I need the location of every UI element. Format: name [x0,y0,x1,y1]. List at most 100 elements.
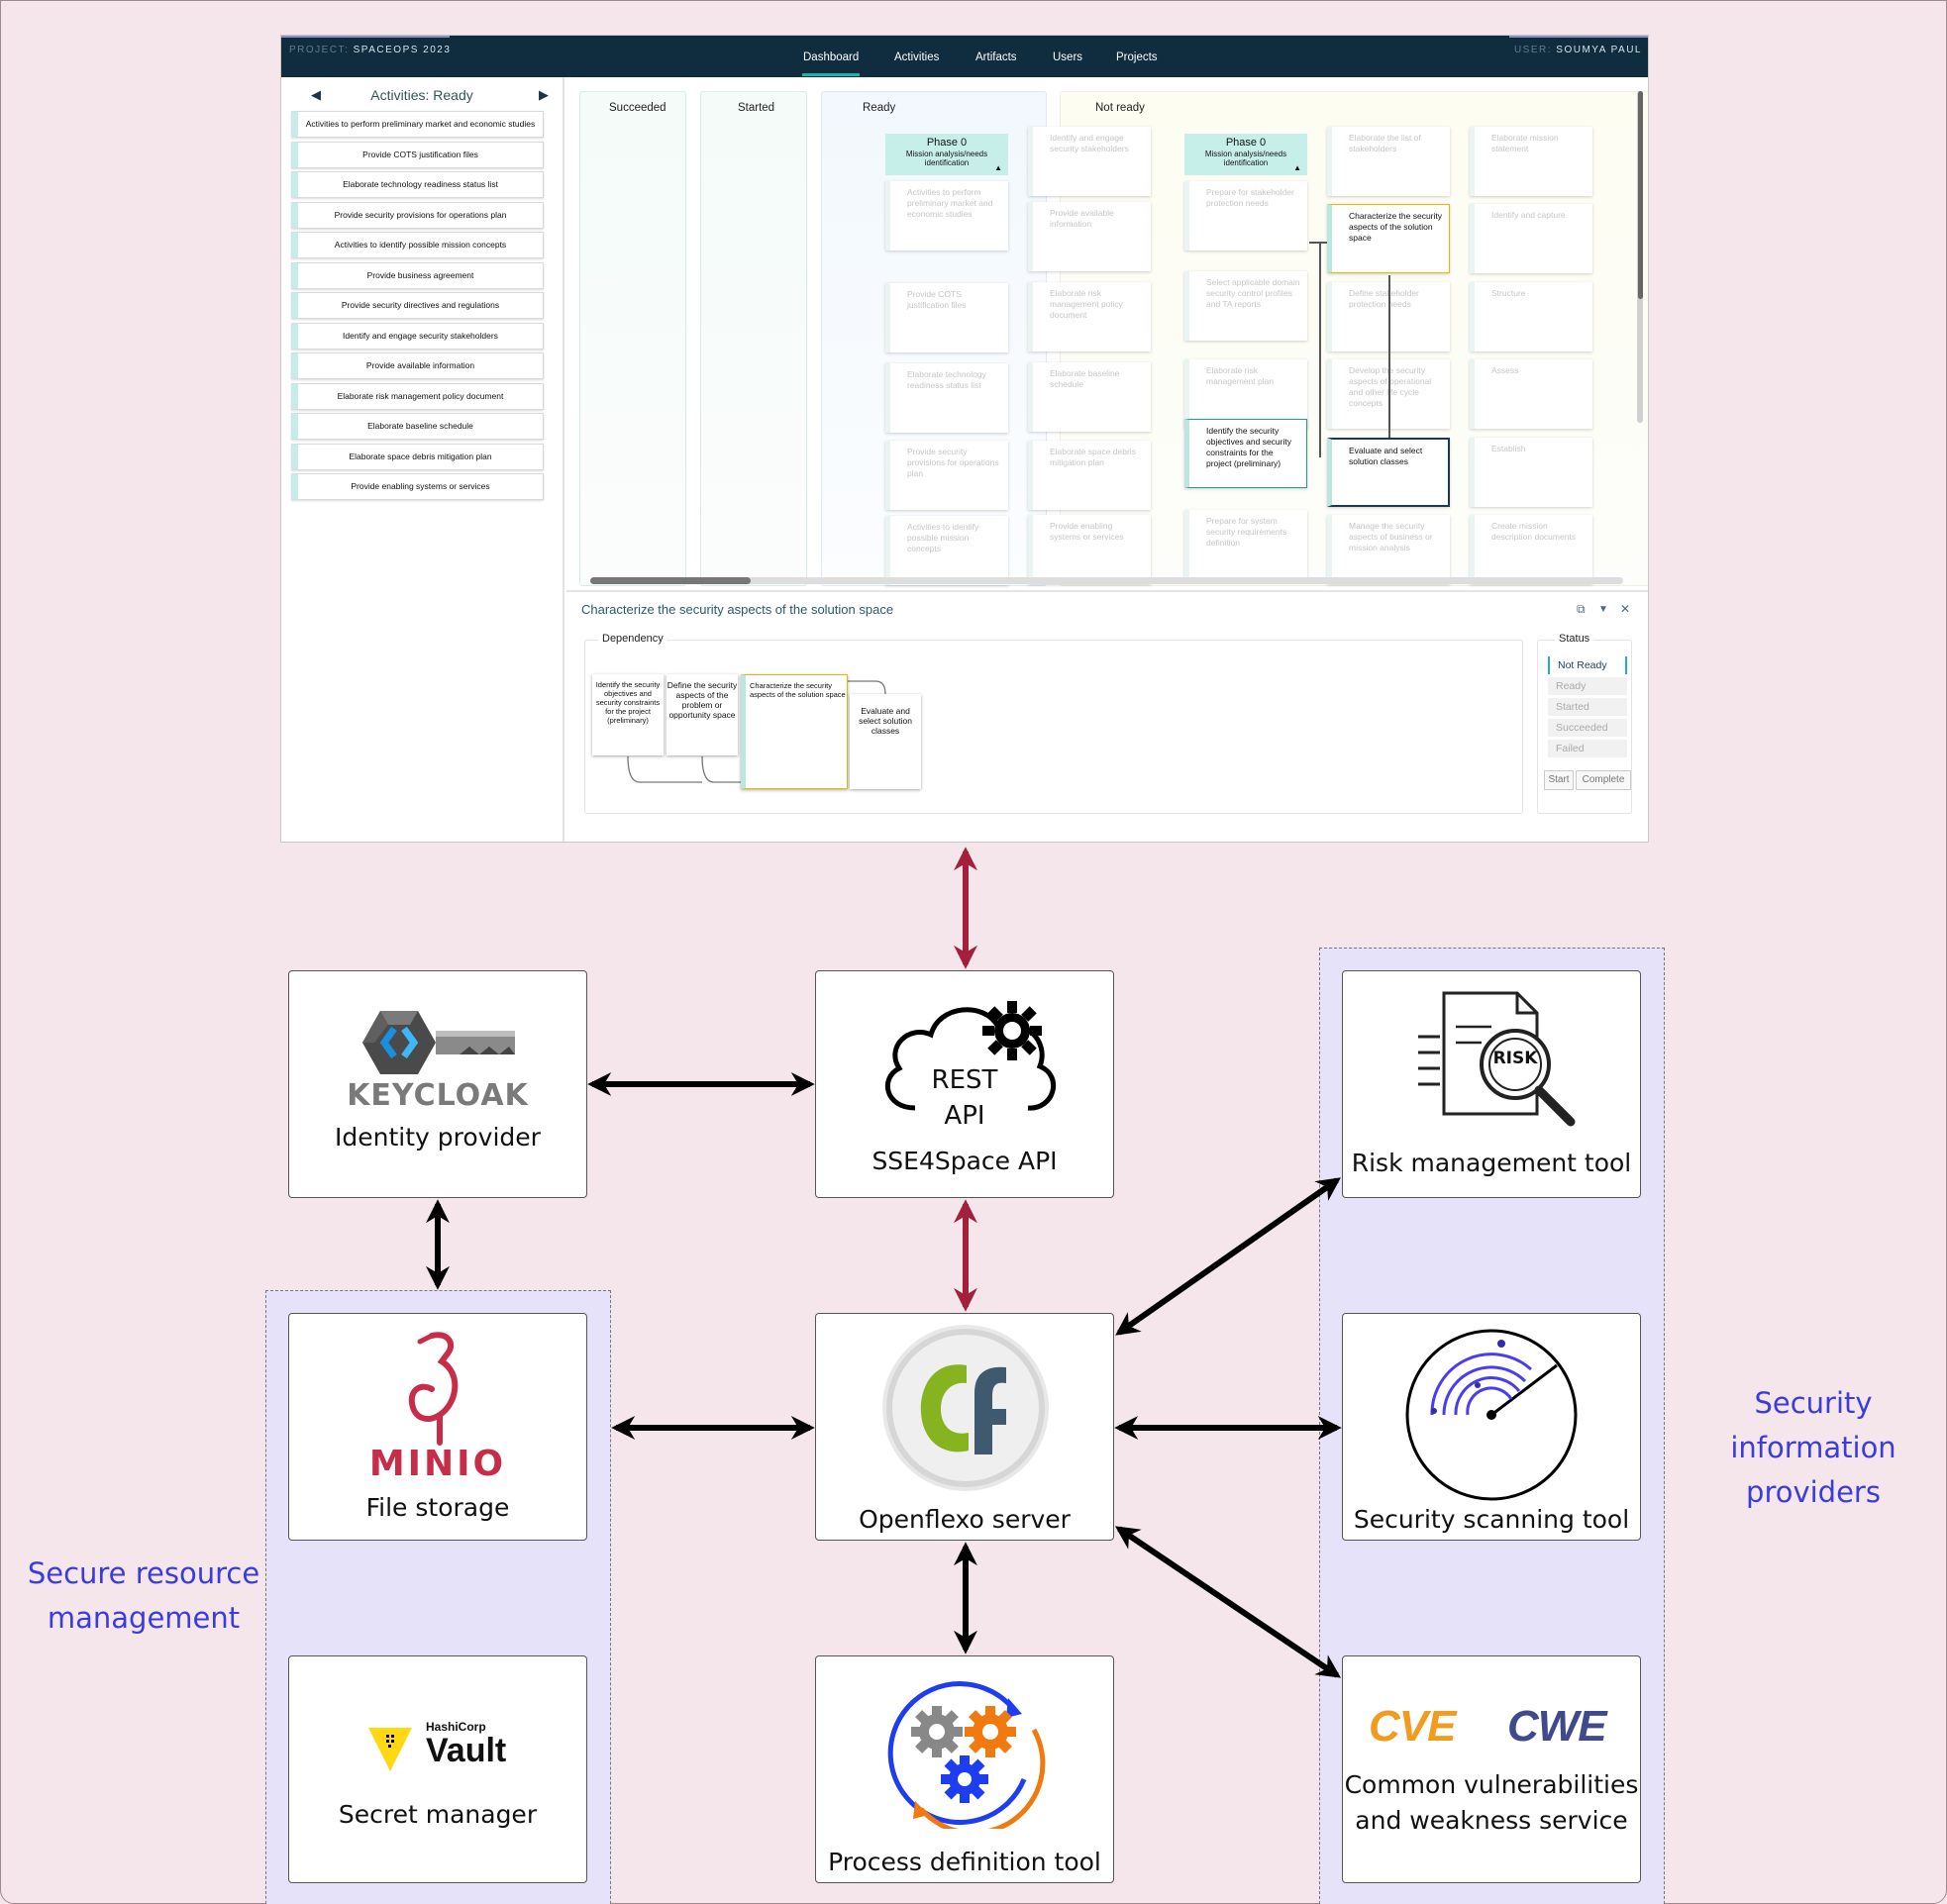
activity-card[interactable]: Elaborate the list of stakeholders [1327,127,1450,196]
activity-card[interactable]: Identify the security objectives and sec… [1184,419,1307,488]
phase-subtitle: Mission analysis/needs identification [905,150,988,167]
activity-card[interactable]: Structure [1470,282,1592,351]
dependency-card[interactable]: Identify the security objectives and sec… [592,674,664,755]
nav-projects[interactable]: Projects [1116,51,1158,63]
column-title: Started [738,102,775,114]
activity-card[interactable]: Select applicable domain security contro… [1184,271,1307,341]
activity-list-item[interactable]: Activities to identify possible mission … [291,232,544,258]
risk-text: RISK [1492,1049,1538,1068]
api-text: API [944,1101,985,1131]
app-screenshot: PROJECT: SPACEOPS 2023 USER: SOUMYA PAUL… [280,35,1649,843]
status-started[interactable]: Started [1548,698,1627,716]
nav-dashboard[interactable]: Dashboard [803,51,860,63]
activity-card[interactable]: Provide available information [1028,202,1151,271]
close-icon[interactable]: ✕ [1620,602,1631,616]
expand-icon[interactable]: ⧉ [1577,602,1586,616]
activity-list-item[interactable]: Provide available information [291,352,544,379]
nav-users[interactable]: Users [1053,51,1083,63]
activity-card[interactable]: Activities to perform preliminary market… [885,181,1008,251]
activity-card[interactable]: Activities to identify possible mission … [885,516,1008,585]
dependency-card[interactable]: Evaluate and select solution classes [850,694,921,789]
card-link [1319,242,1321,457]
column-title: Succeeded [609,102,666,114]
activity-card[interactable]: Assess [1470,359,1592,429]
activity-card[interactable]: Identify and capture [1470,204,1592,273]
activity-card[interactable]: Provide security provisions for operatio… [885,441,1008,510]
activity-card[interactable]: Elaborate risk management plan [1184,359,1307,429]
activity-card[interactable]: Prepare for stakeholder protection needs [1184,181,1307,251]
user-underline [1509,36,1648,38]
activity-card[interactable]: Evaluate and select solution classes [1327,438,1450,507]
collapse-triangle-icon[interactable]: ▲ [994,163,1002,172]
keycloak-logo-icon [362,1011,515,1074]
nav-artifacts[interactable]: Artifacts [975,51,1017,63]
activity-card[interactable]: Create mission description documents [1470,515,1592,584]
card-link [1309,242,1327,244]
activity-card[interactable]: Elaborate baseline schedule [1028,362,1151,432]
board-scrollbar-thumb[interactable] [1638,91,1643,299]
status-not-ready[interactable]: Not Ready [1548,656,1627,674]
secret-manager-node: HashiCorp Vault Secret manager [288,1655,587,1883]
board-hscroll-track[interactable] [590,577,1623,584]
status-ready[interactable]: Ready [1548,677,1627,695]
user-indicator[interactable]: USER: SOUMYA PAUL [1514,45,1642,55]
status-succeeded[interactable]: Succeeded [1548,719,1627,737]
collapse-triangle-icon[interactable]: ▲ [1293,163,1301,172]
node-label: SSE4Space API [871,1147,1058,1175]
column-title: Ready [863,102,896,114]
prev-arrow-icon[interactable]: ◀ [311,87,321,102]
minio-wordmark: MINIO [368,1444,507,1484]
user-name: SOUMYA PAUL [1556,45,1642,55]
activity-card[interactable]: Elaborate risk management policy documen… [1028,282,1151,351]
activity-list-item[interactable]: Provide enabling systems or services [291,473,544,500]
activity-card[interactable]: Elaborate technology readiness status li… [885,363,1008,433]
panel-divider [566,590,1648,592]
activity-card[interactable]: Elaborate space debris mitigation plan [1028,441,1151,510]
activity-card[interactable]: Provide COTS justification files [885,283,1008,352]
nav-activities[interactable]: Activities [894,51,940,63]
activity-card[interactable]: Provide enabling systems or services [1028,515,1151,584]
project-key: PROJECT: [289,45,350,55]
activity-list-item[interactable]: Elaborate baseline schedule [291,413,544,440]
activity-list-item[interactable]: Activities to perform preliminary market… [291,111,544,138]
sse4space-api-node: REST API SSE4Space API [815,970,1114,1198]
activity-list-item[interactable]: Identify and engage security stakeholder… [291,322,544,350]
rest-api-cloud-icon [884,1001,1057,1111]
chevron-down-icon[interactable]: ▼ [1598,604,1608,615]
activities-ready-panel: ◀ Activities: Ready ▶ Activities to perf… [281,77,564,842]
start-button[interactable]: Start [1544,770,1574,790]
activity-list-item[interactable]: Provide business agreement [291,261,544,289]
vault-wordmark: Vault [426,1732,507,1769]
activity-card[interactable]: Prepare for system security requirements… [1184,510,1307,579]
dependency-box [584,640,1523,814]
activity-card[interactable]: Characterize the security aspects of the… [1327,204,1450,273]
activity-list-item[interactable]: Elaborate risk management policy documen… [291,382,544,410]
status-failed[interactable]: Failed [1548,740,1627,757]
activity-list-item[interactable]: Provide COTS justification files [291,141,544,168]
status-label: Status [1555,633,1594,645]
next-arrow-icon[interactable]: ▶ [539,87,549,102]
activity-card[interactable]: Establish [1470,438,1592,507]
keycloak-wordmark: KEYCLOAK [347,1078,529,1113]
dependency-card[interactable]: Define the security aspects of the probl… [666,674,738,755]
process-definition-node: Process definition tool [815,1655,1114,1883]
activity-card[interactable]: Identify and engage security stakeholder… [1028,127,1151,196]
dependency-label: Dependency [598,633,667,645]
complete-button[interactable]: Complete [1576,770,1631,790]
activity-card[interactable]: Manage the security aspects of business … [1327,515,1450,584]
activity-list-item[interactable]: Provide security provisions for operatio… [291,201,544,229]
board-hscroll-thumb[interactable] [590,577,751,584]
activity-card[interactable]: Elaborate mission statement [1470,127,1592,196]
dependency-card-current[interactable]: Characterize the security aspects of the… [741,674,848,789]
activity-list-item[interactable]: Elaborate technology readiness status li… [291,171,544,198]
project-indicator: PROJECT: SPACEOPS 2023 [289,45,451,55]
top-navigation-bar: PROJECT: SPACEOPS 2023 USER: SOUMYA PAUL… [281,36,1648,77]
activity-list-item[interactable]: Provide security directives and regulati… [291,292,544,319]
activity-list-item[interactable]: Elaborate space debris mitigation plan [291,443,544,470]
project-underline [281,36,450,38]
phase-title: Phase 0 [926,137,968,149]
